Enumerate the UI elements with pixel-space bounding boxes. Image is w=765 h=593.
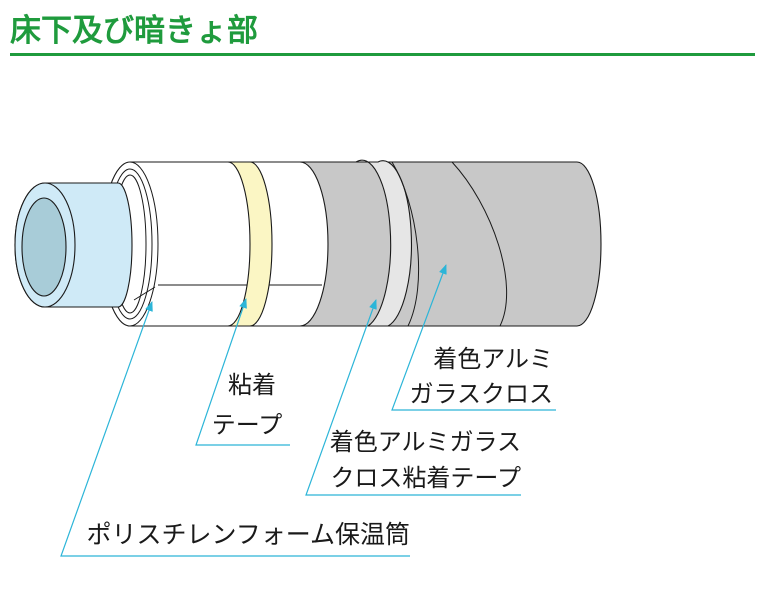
foam-face-split-line <box>133 286 156 301</box>
cloth-spiral-seam-1 <box>391 161 420 327</box>
label-adhesive-tape-line1: 粘着 <box>228 371 276 399</box>
label-glass-cloth-line1: 着色アルミ <box>433 345 553 373</box>
page-title: 床下及び暗きょ部 <box>10 13 258 49</box>
label-glass-cloth-tape-line2: クロス粘着テープ <box>330 464 521 492</box>
leader-line-glass-cloth-tape <box>305 299 521 496</box>
pipe-assembly <box>14 159 602 327</box>
title-rule <box>10 53 755 56</box>
label-glass-cloth-tape-line1: 着色アルミガラス <box>330 428 521 456</box>
leader-line-adhesive-tape <box>195 298 290 446</box>
glass-cloth-wrap <box>299 161 602 327</box>
adhesive-tape-band <box>227 161 273 327</box>
label-glass-cloth-line2: ガラスクロス <box>409 380 553 408</box>
pipe-bore <box>21 197 67 297</box>
cloth-spiral-seam-2 <box>451 161 508 327</box>
leader-line-foam-insulation <box>60 301 410 557</box>
leader-line-glass-cloth <box>391 264 556 411</box>
foam-end-face-edge <box>129 161 159 327</box>
label-adhesive-tape-line2: テープ <box>212 411 283 439</box>
foam-insulation-body <box>101 161 331 327</box>
label-foam-insulation: ポリスチレンフォーム保温筒 <box>86 520 410 549</box>
